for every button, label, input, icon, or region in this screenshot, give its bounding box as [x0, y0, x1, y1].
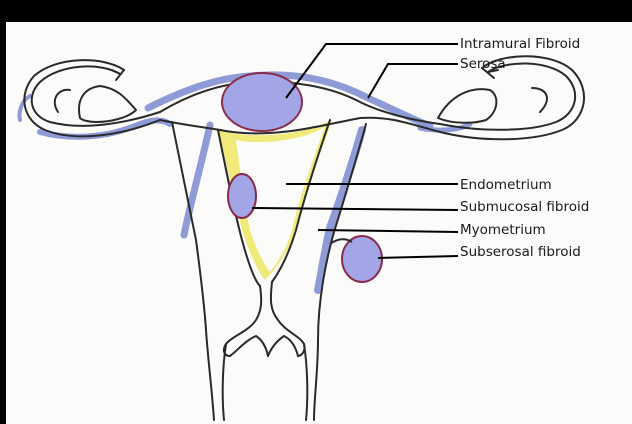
uterus-outline	[24, 56, 584, 420]
label-subserosal-fibroid: Subserosal fibroid	[460, 244, 581, 260]
label-submucosal-fibroid: Submucosal fibroid	[460, 199, 589, 215]
label-myometrium: Myometrium	[460, 222, 546, 238]
label-intramural-fibroid: Intramural Fibroid	[460, 36, 580, 52]
label-endometrium: Endometrium	[460, 177, 552, 193]
intramural-fibroid	[222, 73, 302, 131]
label-serosa: Serosa	[460, 56, 506, 72]
submucosal-fibroid	[228, 174, 256, 218]
subserosal-fibroid	[342, 236, 382, 282]
